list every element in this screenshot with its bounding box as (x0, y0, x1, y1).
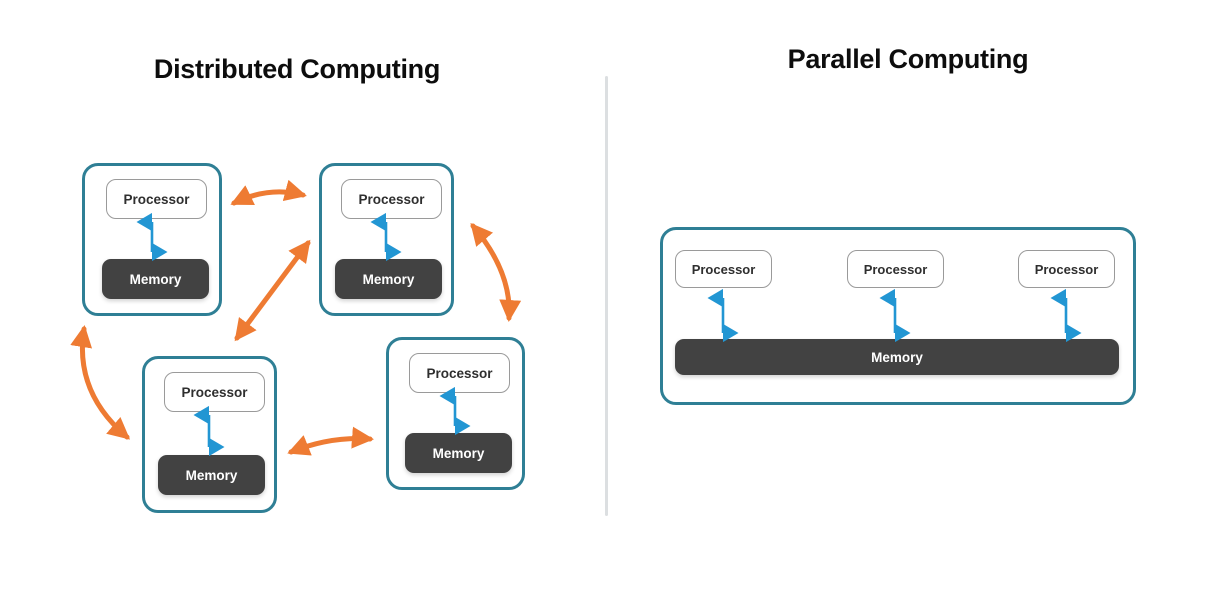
node-4-processor[interactable]: Processor (409, 353, 510, 393)
link-node2-node3 (234, 239, 311, 342)
link-node2-node4 (470, 222, 522, 322)
parallel-shared-memory[interactable]: Memory (675, 339, 1119, 375)
node-3-processor[interactable]: Processor (164, 372, 265, 412)
node-1-processor[interactable]: Processor (106, 179, 207, 219)
link-node3-node4 (287, 426, 374, 456)
distributed-node-2[interactable]: Processor Memory (319, 163, 454, 316)
link-node1-node3 (70, 325, 131, 440)
node-4-memory[interactable]: Memory (405, 433, 512, 473)
parallel-processor-1[interactable]: Processor (675, 250, 772, 288)
node-2-memory[interactable]: Memory (335, 259, 442, 299)
link-node1-node2 (230, 179, 307, 206)
parallel-processor-2[interactable]: Processor (847, 250, 944, 288)
parallel-panel-title: Parallel Computing (787, 44, 1029, 74)
distributed-node-1[interactable]: Processor Memory (82, 163, 222, 316)
node-3-memory[interactable]: Memory (158, 455, 265, 495)
parallel-processor-3[interactable]: Processor (1018, 250, 1115, 288)
node-2-processor[interactable]: Processor (341, 179, 442, 219)
distributed-node-3[interactable]: Processor Memory (142, 356, 277, 513)
panel-divider (605, 76, 608, 516)
distributed-panel-title: Distributed Computing (153, 54, 441, 84)
node-1-memory[interactable]: Memory (102, 259, 209, 299)
distributed-node-4[interactable]: Processor Memory (386, 337, 525, 490)
